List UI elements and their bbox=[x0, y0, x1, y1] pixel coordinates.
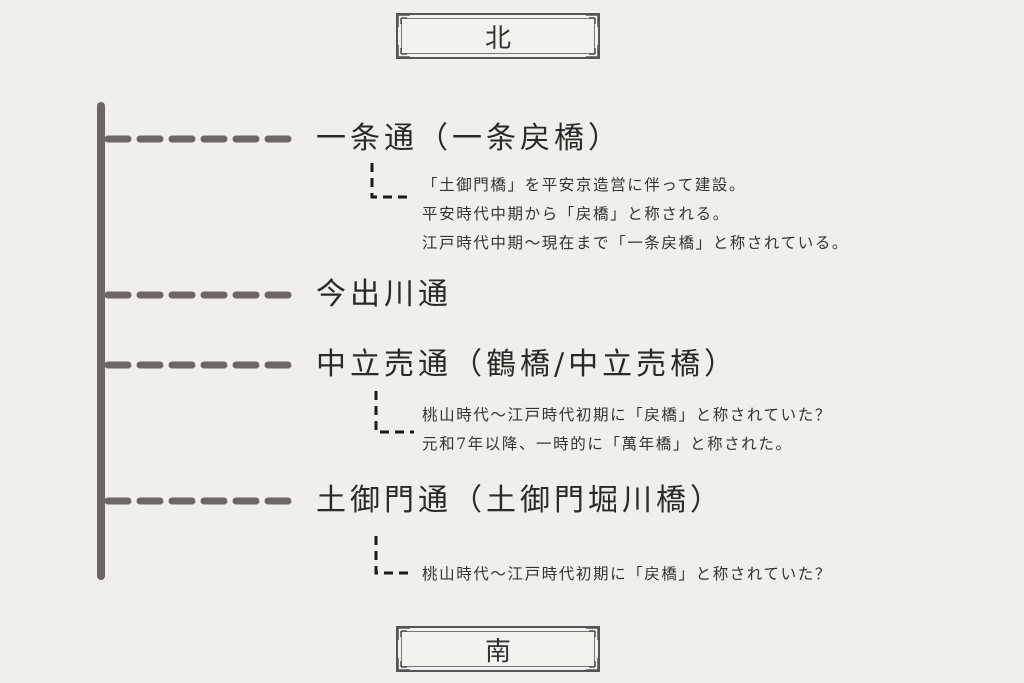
corner-ornament-icon bbox=[397, 45, 410, 58]
note-3-bracket bbox=[374, 391, 414, 434]
note-1-bracket bbox=[370, 163, 412, 199]
corner-ornament-icon bbox=[397, 627, 410, 640]
note-4-bracket bbox=[374, 536, 414, 575]
corner-ornament-icon bbox=[586, 45, 599, 58]
corner-ornament-icon bbox=[586, 14, 599, 27]
street-name-tsuchimikado: 土御門通（土御門堀川橋） bbox=[316, 483, 724, 518]
street-name-nakadachiuri: 中立売通（鶴橋/中立売橋） bbox=[316, 347, 739, 382]
corner-ornament-icon bbox=[586, 658, 599, 671]
note-nakadachiuri-1: 桃山時代～江戸時代初期に「戻橋」と称されていた？ bbox=[422, 406, 832, 424]
note-ichijo-2: 平安時代中期から「戻橋」と称される。 bbox=[422, 205, 730, 223]
note-nakadachiuri-2: 元和7年以降、一時的に「萬年橋」と称された。 bbox=[422, 435, 793, 453]
corner-ornament-icon bbox=[586, 627, 599, 640]
north-label: 北 bbox=[396, 13, 600, 59]
note-ichijo-3: 江戸時代中期～現在まで「一条戻橋」と称されている。 bbox=[422, 234, 850, 252]
corner-ornament-icon bbox=[397, 658, 410, 671]
south-label: 南 bbox=[396, 626, 600, 672]
south-text: 南 bbox=[484, 636, 511, 667]
street-name-ichijo: 一条通（一条戻橋） bbox=[316, 121, 622, 156]
corner-ornament-icon bbox=[397, 14, 410, 27]
north-text: 北 bbox=[484, 23, 511, 54]
note-ichijo-1: 「土御門橋」を平安京造営に伴って建設。 bbox=[422, 176, 747, 194]
street-name-imadegawa: 今出川通 bbox=[316, 277, 452, 312]
note-tsuchimikado-1: 桃山時代～江戸時代初期に「戻橋」と称されていた？ bbox=[422, 565, 832, 583]
